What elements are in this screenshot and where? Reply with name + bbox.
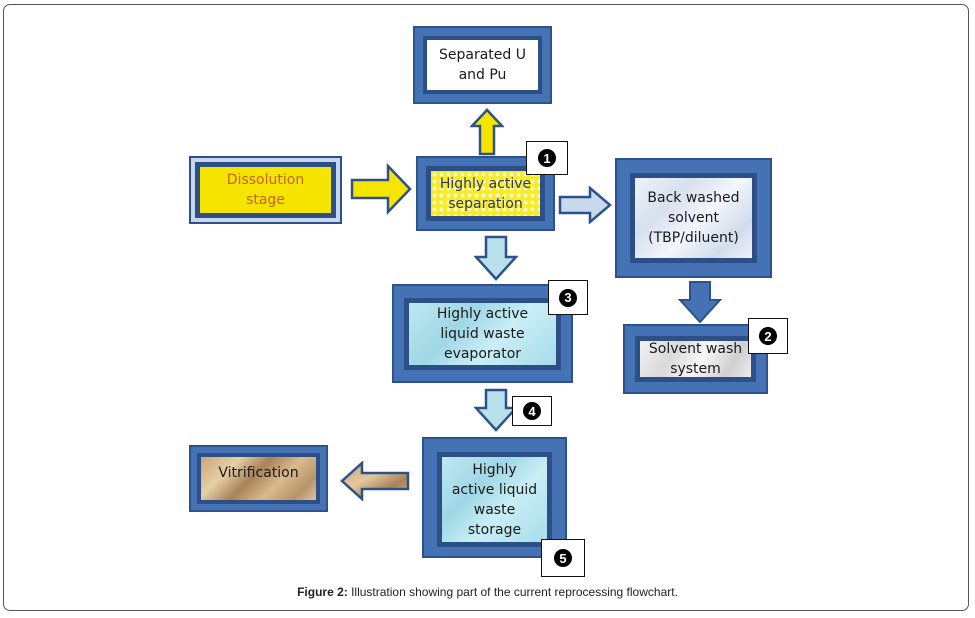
- label-line: Vitrification: [218, 465, 299, 481]
- node-label: Highly active liquid waste evaporator: [437, 304, 528, 364]
- figure-caption: Figure 2: Illustration showing part of t…: [0, 585, 975, 599]
- node-label: Solvent wash system: [649, 339, 742, 379]
- step-badge-5: 5: [541, 539, 585, 577]
- node-solvent-wash-system: Solvent wash system: [623, 324, 768, 394]
- node-liquid-waste-evaporator: Highly active liquid waste evaporator: [392, 284, 573, 383]
- label-line: Separated U: [439, 47, 526, 63]
- node-label: Separated U and Pu: [439, 45, 526, 85]
- step-number: 4: [523, 402, 541, 420]
- figure-frame: [3, 4, 969, 611]
- label-line: active liquid: [451, 481, 538, 498]
- node-label: Highly active liquid waste storage: [452, 460, 537, 540]
- step-badge-1: 1: [526, 141, 568, 175]
- label-line: Dissolution: [226, 172, 305, 188]
- step-number: 2: [759, 327, 777, 345]
- step-badge-2: 2: [748, 318, 788, 354]
- label-line: (TBP/diluent): [648, 230, 739, 246]
- node-back-washed-solvent: Back washed solvent (TBP/diluent): [615, 158, 772, 278]
- caption-text: Illustration showing part of the current…: [347, 585, 678, 599]
- arrow-evaporator-to-storage: [474, 388, 518, 432]
- label-line: stage: [246, 192, 285, 208]
- label-line: and Pu: [458, 67, 507, 83]
- label-line: evaporator: [443, 346, 522, 362]
- step-number: 5: [554, 549, 572, 567]
- node-label: Back washed solvent (TBP/diluent): [647, 188, 739, 248]
- node-dissolution-stage: Dissolution stage: [189, 156, 342, 224]
- step-badge-3: 3: [548, 280, 588, 315]
- label-line: separation: [448, 195, 523, 212]
- label-line: liquid waste: [440, 326, 525, 342]
- node-label: Vitrification: [218, 463, 298, 483]
- arrow-storage-to-vitrification: [340, 461, 410, 501]
- step-number: 3: [559, 288, 577, 307]
- step-number: 1: [538, 149, 556, 167]
- node-vitrification: Vitrification: [189, 445, 328, 512]
- node-highly-active-separation: Highly active separation: [416, 156, 555, 231]
- node-separated-u-pu: Separated U and Pu: [413, 26, 552, 104]
- node-liquid-waste-storage: Highly active liquid waste storage: [422, 437, 567, 558]
- caption-label: Figure 2:: [297, 585, 348, 599]
- label-line: waste: [473, 501, 516, 518]
- label-line: storage: [467, 521, 522, 538]
- arrow-backwashed-to-solventwash: [678, 281, 722, 324]
- node-label: Dissolution stage: [227, 170, 304, 210]
- label-line: solvent: [667, 210, 719, 226]
- arrow-separation-to-evaporator: [474, 235, 518, 281]
- label-line: system: [670, 361, 721, 377]
- arrow-up-to-separated: [470, 108, 504, 156]
- arrow-dissolution-to-separation: [350, 163, 412, 215]
- step-badge-4: 4: [512, 396, 552, 426]
- arrow-separation-to-backwashed: [558, 186, 612, 224]
- label-line: Highly: [472, 461, 517, 478]
- label-line: Back washed: [647, 190, 740, 206]
- label-line: Highly active: [439, 175, 532, 192]
- node-label: Highly active separation: [440, 174, 531, 214]
- label-line: Highly active: [436, 306, 529, 322]
- label-line: Solvent wash: [648, 341, 743, 357]
